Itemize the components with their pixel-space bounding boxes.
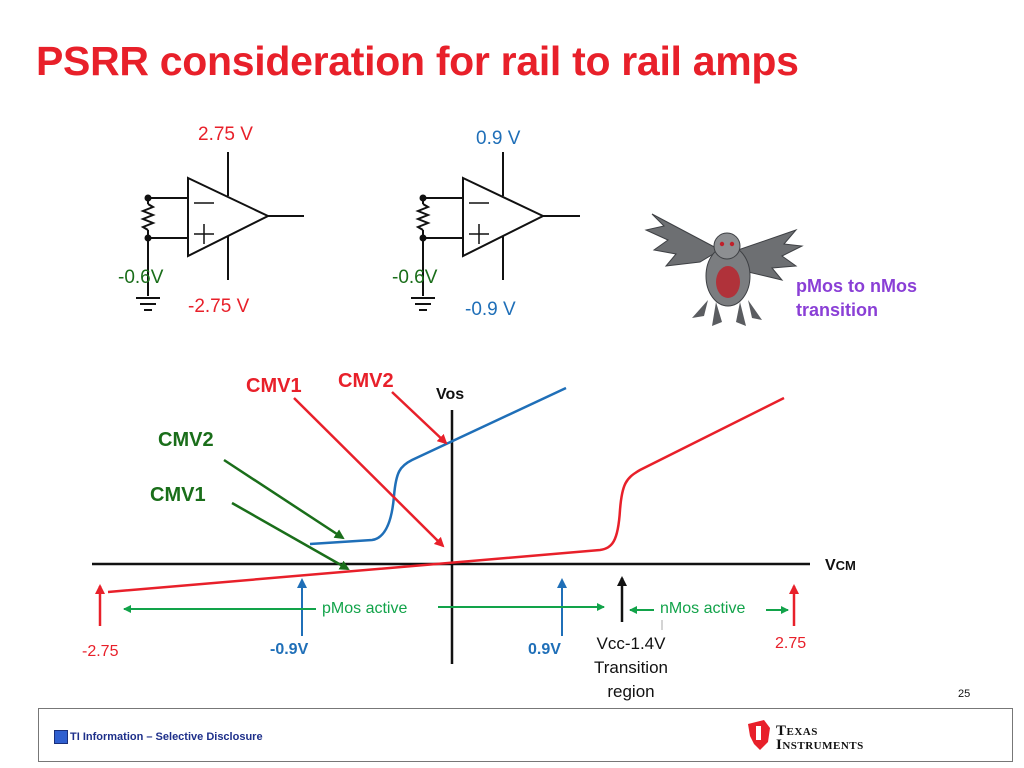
graph-axes — [92, 410, 810, 664]
ti-logo-line2: Instruments — [776, 737, 864, 753]
opamp-circuit-2 — [411, 152, 580, 311]
label-pmos-active: pMos active — [322, 600, 408, 617]
ti-logo-line1: Texas — [776, 723, 818, 739]
label-pos-09: 0.9V — [528, 641, 561, 658]
label-vcm: VCM — [825, 557, 856, 575]
circuit1-input-bias: -0.6V — [118, 267, 164, 288]
label-pos-275: 2.75 — [775, 635, 807, 652]
flying-monkey-illustration — [644, 213, 804, 326]
cmv2-green-arrow — [223, 458, 345, 540]
label-cmv1-red: CMV1 — [246, 375, 302, 397]
cmv1-red-arrow — [293, 397, 445, 548]
page-number: 25 — [958, 688, 971, 700]
transition-note: pMos to nMos transition — [796, 276, 917, 320]
label-cmv1-green: CMV1 — [150, 484, 206, 506]
ti-logo-icon — [748, 720, 770, 750]
red-vos-curve — [107, 396, 785, 594]
label-vos: Vos — [436, 386, 465, 403]
label-transition-region: Vcc-1.4V Transition region — [593, 634, 668, 701]
disclosure-square-icon — [54, 730, 68, 744]
cmv2-red-arrow — [391, 391, 448, 445]
footer-bar — [38, 708, 1013, 762]
page-title: PSRR consideration for rail to rail amps — [36, 38, 799, 84]
label-neg-09: -0.9V — [270, 641, 309, 658]
label-cmv2-red: CMV2 — [338, 370, 394, 392]
label-cmv2-green: CMV2 — [158, 429, 214, 451]
circuit2-bottom-rail: -0.9 V — [465, 299, 516, 320]
label-neg-275: -2.75 — [82, 643, 119, 660]
circuit2-input-bias: -0.6V — [392, 267, 438, 288]
circuit1-bottom-rail: -2.75 V — [188, 296, 250, 317]
label-vcm-main: V — [825, 557, 836, 574]
footer-disclosure: TI Information – Selective Disclosure — [70, 731, 263, 743]
opamp-circuit-1 — [136, 152, 304, 311]
label-vcm-sub: CM — [835, 558, 856, 573]
cmv1-green-arrow — [231, 501, 350, 571]
label-nmos-active: nMos active — [660, 600, 746, 617]
ti-logo-wordmark: Texas Instruments — [776, 723, 864, 753]
circuit2-top-rail: 0.9 V — [476, 128, 521, 149]
circuit1-top-rail: 2.75 V — [198, 124, 253, 145]
blue-vos-curve — [309, 386, 567, 546]
